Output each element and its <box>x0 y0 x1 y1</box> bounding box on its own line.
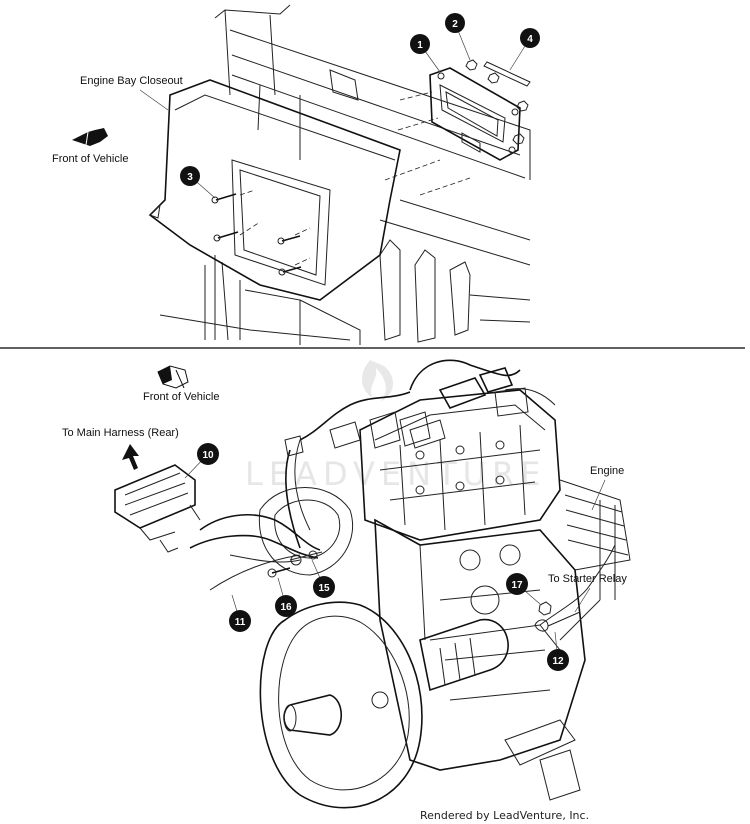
callout-4: 4 <box>509 28 540 71</box>
svg-text:4: 4 <box>527 34 533 45</box>
leader-engine-bay-closeout <box>139 89 169 111</box>
render-credit: Rendered by LeadVenture, Inc. <box>420 809 589 822</box>
svg-text:1: 1 <box>417 40 423 51</box>
callout-17: 17 <box>506 573 541 605</box>
engine-bay-closeout-panel <box>148 79 401 301</box>
wiring-harness <box>189 359 616 641</box>
svg-text:10: 10 <box>202 450 214 461</box>
svg-text:3: 3 <box>187 172 193 183</box>
leadventure-watermark: LEADVENTURE <box>245 360 546 493</box>
ground-hardware <box>267 550 581 632</box>
leader-engine <box>591 479 606 511</box>
ecu-nuts <box>465 59 529 145</box>
label-front-of-vehicle-bottom: Front of Vehicle <box>143 391 219 403</box>
svg-text:15: 15 <box>318 583 330 594</box>
bottom-panel: LEADVENTURE <box>62 359 631 822</box>
callout-16: 16 <box>275 577 297 617</box>
callout-11: 11 <box>229 594 251 632</box>
svg-text:LEADVENTURE: LEADVENTURE <box>245 455 546 493</box>
callout-15: 15 <box>311 559 335 598</box>
svg-text:2: 2 <box>452 19 458 30</box>
callout-1: 1 <box>410 34 441 73</box>
front-arrow-icon-bottom <box>157 365 189 389</box>
callout-10: 10 <box>184 443 219 479</box>
ecu-connectors <box>284 367 514 457</box>
ecu-module <box>429 67 521 161</box>
svg-text:17: 17 <box>511 580 523 591</box>
up-arrow-icon <box>122 444 139 470</box>
front-arrow-icon <box>72 128 108 146</box>
label-to-main-harness: To Main Harness (Rear) <box>62 427 179 439</box>
svg-text:16: 16 <box>280 602 292 613</box>
ecu-pad <box>483 61 531 87</box>
label-front-of-vehicle-top: Front of Vehicle <box>52 153 128 165</box>
label-engine: Engine <box>590 465 624 477</box>
callout-12: 12 <box>547 631 569 671</box>
svg-text:12: 12 <box>552 656 564 667</box>
main-harness-connector <box>114 464 201 553</box>
closeout-bolts <box>211 193 302 276</box>
engine-drawing <box>258 387 631 809</box>
label-engine-bay-closeout: Engine Bay Closeout <box>80 75 183 87</box>
alignment-lines-top <box>239 91 471 266</box>
label-to-starter-relay: To Starter Relay <box>548 573 627 585</box>
chassis-frame-drawing <box>159 4 531 345</box>
callout-2: 2 <box>445 13 471 61</box>
leader-starter-relay <box>574 587 591 613</box>
callout-3: 3 <box>180 166 216 199</box>
top-panel: Engine Bay Closeout Front of Vehicle 1 2… <box>52 4 540 345</box>
svg-text:11: 11 <box>235 617 246 628</box>
